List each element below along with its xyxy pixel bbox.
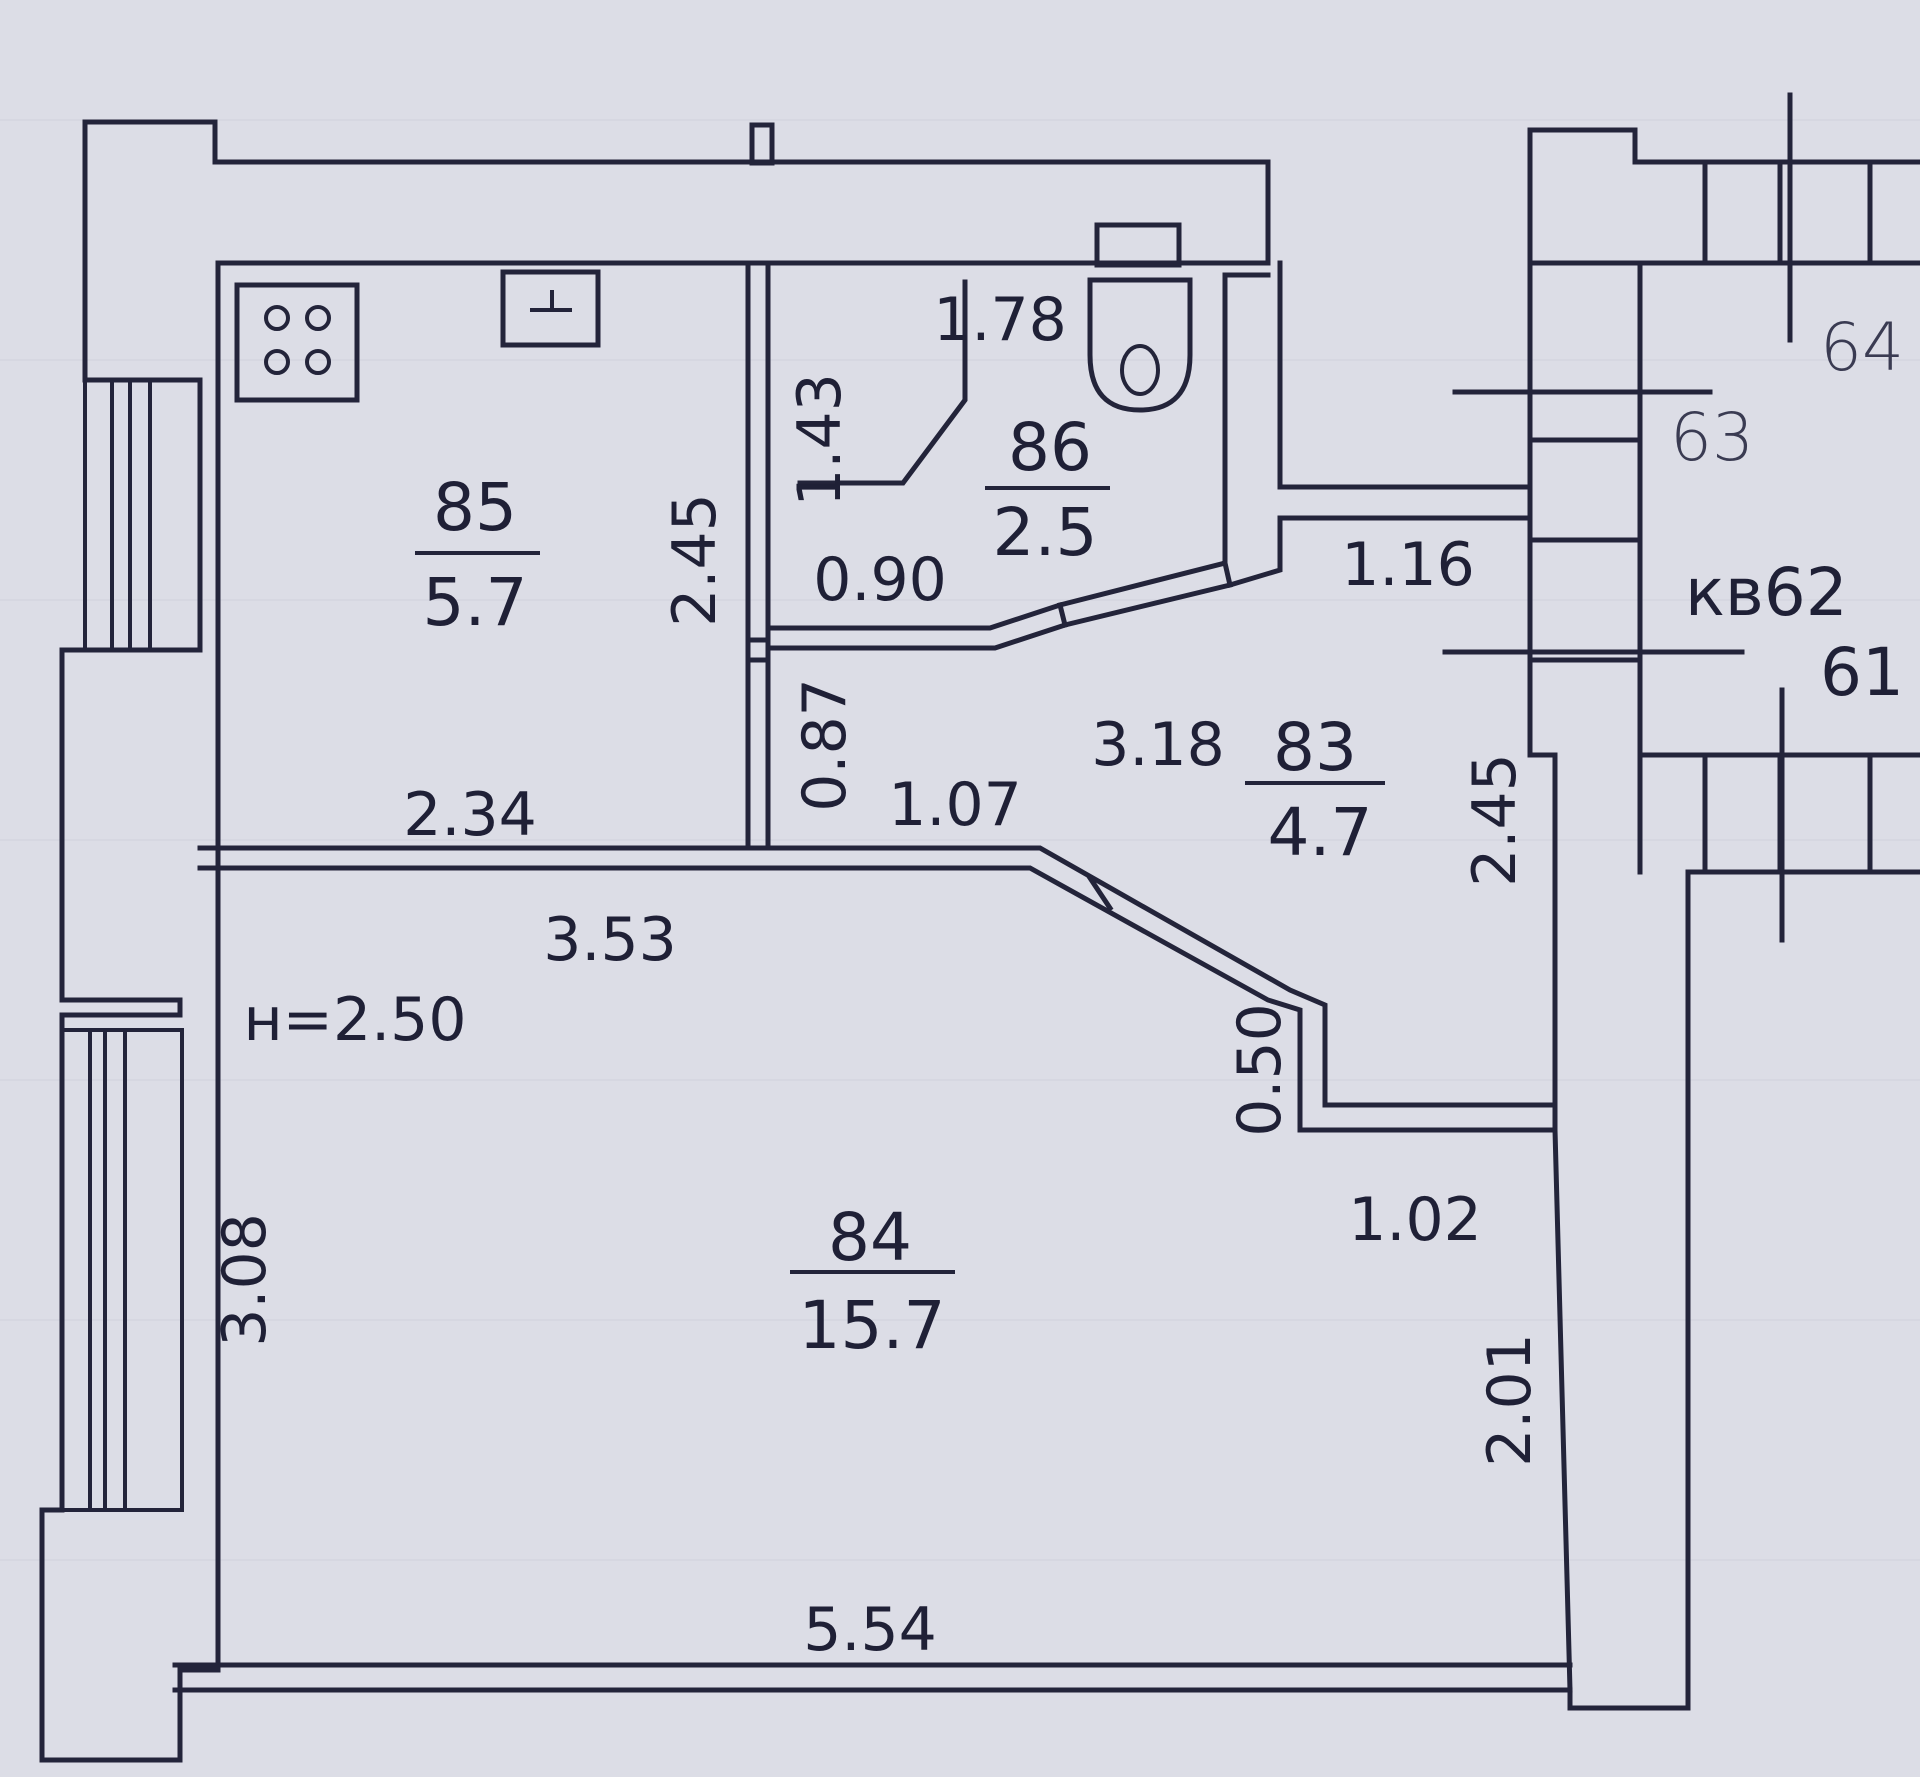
room-kitchen: 85 5.7 [415,469,540,641]
dim-living-top: 3.53 [543,905,677,975]
neighbor-64: 64 [1820,309,1904,386]
room-hall: 83 4.7 [1245,709,1385,871]
dim-hall-height: 2.45 [1460,753,1530,887]
dim-bath-side: 1.43 [785,373,855,507]
interior-walls [172,260,1573,1693]
hall-number: 83 [1273,709,1357,786]
vent-stub [749,122,775,166]
bathroom-area: 2.5 [993,494,1098,571]
toilet-icon [1087,222,1193,413]
bathtub-outline [797,279,968,486]
room-living: 84 15.7 [790,1199,955,1364]
kitchen-number: 85 [433,469,517,546]
dim-kitchen-height: 2.45 [660,493,730,627]
kitchen-area: 5.7 [423,564,528,641]
dim-bath-top: 1.78 [933,285,1067,355]
window-lower [60,1028,184,1512]
hall-area: 4.7 [1268,794,1373,871]
dim-living-step: 0.50 [1225,1003,1295,1137]
room-bathroom: 86 2.5 [985,409,1110,571]
neighbor-61: 61 [1820,634,1904,711]
dim-living-left: 3.08 [210,1213,280,1347]
dim-bath-bottom: 0.90 [813,545,947,615]
paper-grid [0,119,1920,1561]
right-exterior-wall [1442,92,1920,1711]
bathroom-number: 86 [1008,409,1092,486]
neighbor-62: кв62 [1685,554,1848,631]
neighbor-labels: 64 63 кв62 61 [1670,309,1904,711]
dim-hall-width: 3.18 [1091,710,1225,780]
window-upper [83,378,202,652]
dim-living-right-top: 1.02 [1348,1185,1482,1255]
living-area: 15.7 [799,1287,946,1364]
dim-hall-left: 1.07 [888,770,1022,840]
dim-living-bottom: 5.54 [803,1595,937,1665]
dim-hall-notch: 0.87 [790,678,860,812]
stove-icon [234,282,360,403]
living-number: 84 [828,1199,912,1276]
dimension-labels: 1.78 1.43 0.90 2.45 2.34 0.87 1.07 3.18 … [210,285,1545,1665]
left-exterior-wall [39,119,1271,1763]
sink-icon [500,269,601,348]
dim-hall-right: 1.16 [1341,530,1475,600]
ceiling-height: н=2.50 [243,985,466,1055]
dim-living-right: 2.01 [1475,1333,1545,1467]
neighbor-63: 63 [1670,399,1754,476]
dim-kitchen-width: 2.34 [403,780,537,850]
